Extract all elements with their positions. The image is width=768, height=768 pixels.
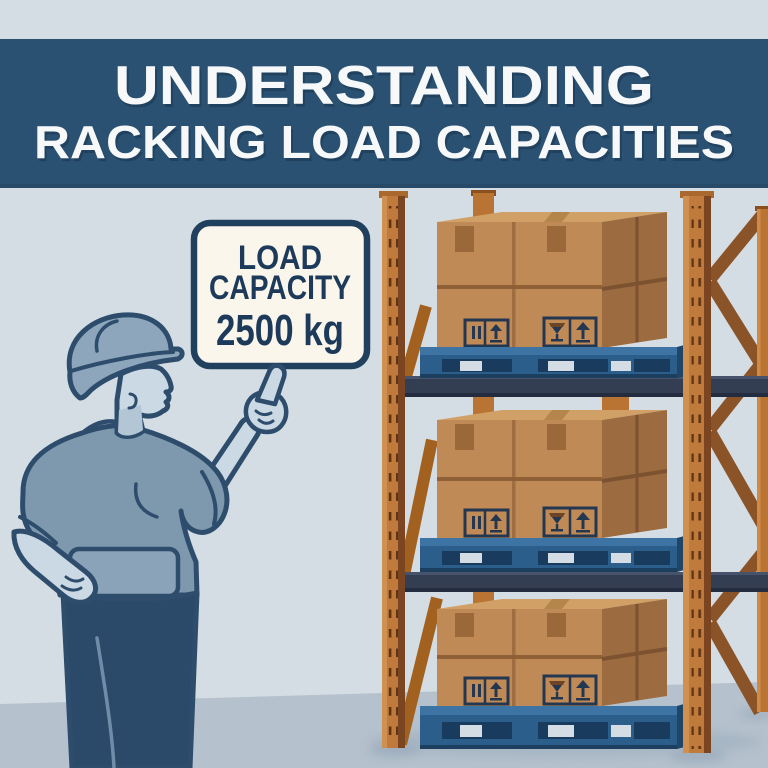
rear-right-upright	[757, 209, 768, 712]
shelf-beam-upper	[394, 376, 768, 397]
shelf-level-floor	[420, 599, 708, 749]
title-line1-shadow: UNDERSTANDING	[116, 57, 656, 119]
worker-index-finger	[254, 363, 287, 407]
sign-line1: LOAD	[238, 239, 322, 277]
front-upright-right	[680, 191, 714, 753]
title-line1: UNDERSTANDING	[114, 54, 654, 116]
shelf-beam-lower	[394, 572, 768, 592]
worker-figure	[11, 312, 289, 768]
title-line2-shadow: RACKING LOAD CAPACITIES	[36, 119, 736, 171]
sign-line2: CAPACITY	[209, 269, 351, 307]
box-stack	[437, 599, 667, 706]
box-stack	[437, 212, 667, 348]
pallet	[420, 530, 706, 572]
pallet	[420, 697, 708, 749]
front-upright-left	[379, 191, 408, 748]
title-banner-background	[0, 39, 768, 188]
load-capacity-sign: LOAD CAPACITY 2500 kg	[190, 219, 371, 370]
worker-pants	[60, 590, 200, 768]
shelf-level-middle	[420, 410, 706, 572]
title-banner: UNDERSTANDING UNDERSTANDING RACKING LOAD…	[0, 39, 768, 188]
worker-left-forearm	[11, 528, 99, 605]
title-line2: RACKING LOAD CAPACITIES	[34, 116, 734, 168]
shelf-level-top	[420, 212, 706, 378]
sign-line3: 2500 kg	[216, 306, 344, 355]
box-stack	[437, 410, 667, 538]
